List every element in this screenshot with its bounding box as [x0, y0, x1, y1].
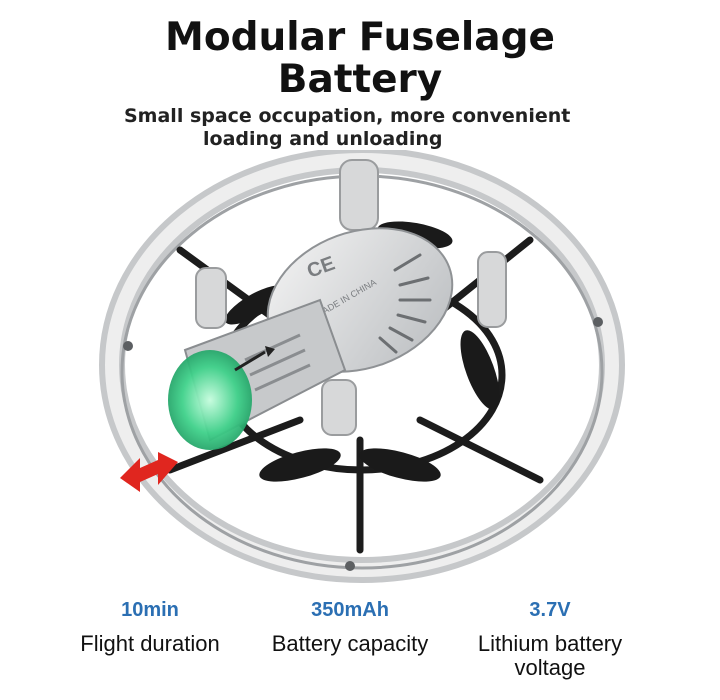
propellers	[225, 221, 500, 482]
spec-battery-voltage: 3.7V Lithium battery voltage	[440, 596, 660, 680]
battery-module	[168, 298, 347, 450]
spec-label: Lithium battery voltage	[477, 631, 623, 680]
spec-value: 350mAh	[311, 599, 389, 621]
insert-direction-arrow	[120, 452, 178, 492]
subtitle-line-2: loading and unloading	[203, 128, 443, 150]
motor-pods	[195, 159, 507, 436]
spec-value: 10min	[121, 599, 179, 621]
spec-battery-capacity: 350mAh Battery capacity	[240, 596, 460, 656]
spec-label: Flight duration	[80, 631, 220, 656]
drone-product-image: CE MADE IN CHINA	[99, 150, 625, 583]
subtitle-line-1: Small space occupation, more convenient	[124, 105, 571, 127]
page-title-line-2: Battery	[277, 57, 443, 102]
ring-screws	[123, 317, 603, 571]
spec-flight-duration: 10min Flight duration	[40, 596, 260, 656]
spec-label: Battery capacity	[271, 631, 429, 656]
page-title-line-1: Modular Fuselage	[165, 15, 555, 60]
spec-value: 3.7V	[529, 599, 571, 621]
